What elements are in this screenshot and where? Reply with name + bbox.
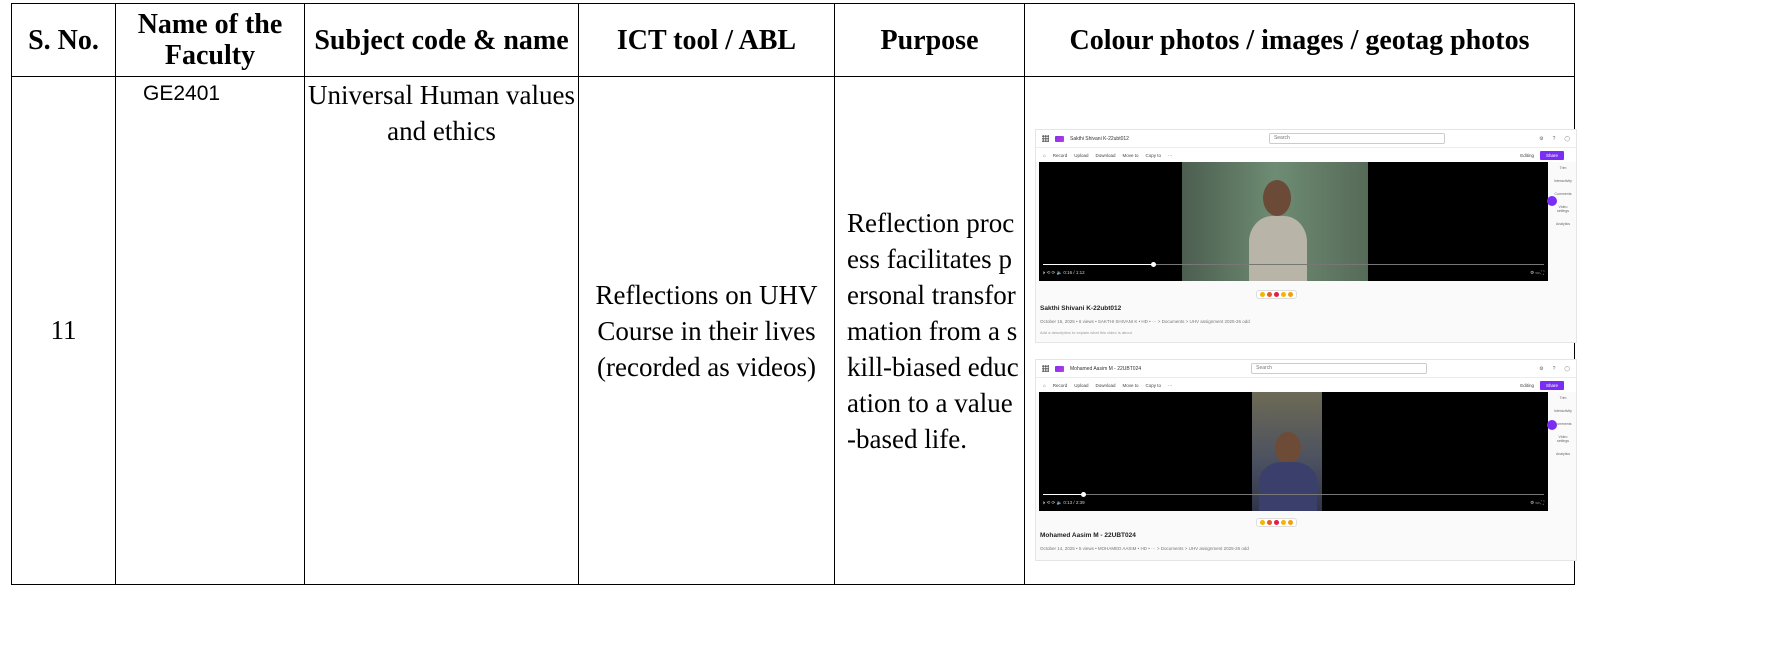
rail-video-settings: Video settings <box>1556 205 1570 213</box>
video-title: Mohamed Aasim M - 22UBT024 <box>1040 532 1136 539</box>
video-screenshot-2: Mohamed Aasim M - 22UBT024 Search ⚙? ◯ ⌂ … <box>1035 359 1577 561</box>
seek-handle <box>1081 492 1087 497</box>
screenshot-toolbar: ⌂ Record Upload Download Move to Copy to… <box>1036 378 1576 392</box>
rail-analytics: Analytics <box>1555 222 1570 226</box>
video-description: Add a description to explain what this v… <box>1040 330 1132 335</box>
app-launcher-icon <box>1042 135 1049 142</box>
video-player: ⏵ ⟲ ⟳ 🔈 0:16 / 1:12 ⚙ ▭ ⛶ <box>1039 162 1548 281</box>
seek-fill <box>1043 264 1154 265</box>
screenshot-topbar: Sakthi Shivani K-22ubt012 Search ⚙? ◯ <box>1036 130 1576 148</box>
settings-icon: ⚙ <box>1539 365 1544 372</box>
video-screenshot-1: Sakthi Shivani K-22ubt012 Search ⚙? ◯ ⌂ R… <box>1035 129 1577 343</box>
header-faculty: Name of the Faculty <box>115 3 305 77</box>
player-controls: ⏵ ⟲ ⟳ 🔈 0:13 / 2:39 ⚙ ▭ ⛶ <box>1043 500 1544 506</box>
rail-video-settings: Video settings <box>1556 435 1570 443</box>
side-rail: Trim Interactivity Comments Video settin… <box>1553 166 1573 235</box>
toolbar-copy: Copy to <box>1145 382 1162 388</box>
seek-handle <box>1151 262 1157 267</box>
video-meta: October 14, 2025 • 5 views • MOHAMED AAS… <box>1040 546 1249 551</box>
header-sno: S. No. <box>11 3 116 77</box>
toolbar-record: Record <box>1052 382 1068 388</box>
search-input: Search <box>1268 133 1445 144</box>
reaction-bar <box>1256 518 1297 527</box>
avatar-icon: ◯ <box>1564 365 1570 372</box>
stream-logo-icon <box>1055 135 1064 142</box>
video-title: Sakthi Shivani K-22ubt012 <box>1040 305 1122 312</box>
header-subject: Subject code & name <box>304 3 579 77</box>
topbar-icons: ⚙? ◯ <box>1539 136 1570 142</box>
settings-icon: ⚙ <box>1539 135 1544 142</box>
search-input: Search <box>1251 363 1428 374</box>
app-launcher-icon <box>1042 365 1049 372</box>
home-icon: ⌂ <box>1043 152 1046 158</box>
video-player: ⏵ ⟲ ⟳ 🔈 0:13 / 2:39 ⚙ ▭ ⛶ <box>1039 392 1548 511</box>
seek-bar <box>1043 492 1544 497</box>
toolbar-copy: Copy to <box>1145 152 1162 158</box>
rail-comments: Comments <box>1554 422 1572 426</box>
home-icon: ⌂ <box>1043 382 1046 388</box>
side-rail: Trim Interactivity Comments Video settin… <box>1553 396 1573 465</box>
avatar-icon: ◯ <box>1564 135 1570 142</box>
player-controls: ⏵ ⟲ ⟳ 🔈 0:16 / 1:12 ⚙ ▭ ⛶ <box>1043 270 1544 276</box>
person-image <box>1249 172 1309 281</box>
time-label: 0:13 / 2:39 <box>1063 500 1085 505</box>
rail-trim: Trim <box>1559 396 1567 400</box>
toolbar-more: ··· <box>1168 152 1173 158</box>
rail-trim: Trim <box>1559 166 1567 170</box>
help-icon: ? <box>1552 365 1556 372</box>
rail-indicator-dot <box>1547 196 1557 206</box>
cell-faculty: GE2401 <box>115 76 305 585</box>
toolbar-upload: Upload <box>1074 152 1089 158</box>
faculty-table: S. No. Name of the Faculty Subject code … <box>11 3 1577 585</box>
player-right-icons: ⚙ ▭ ⛶ <box>1530 270 1544 275</box>
video-meta: October 16, 2025 • 6 views • SAKTHI SHIV… <box>1040 319 1250 324</box>
toolbar-upload: Upload <box>1074 382 1089 388</box>
toolbar-more: ··· <box>1168 382 1173 388</box>
toolbar-move: Move to <box>1122 382 1139 388</box>
header-purpose: Purpose <box>834 3 1025 77</box>
cell-purpose: Reflection process facilitates personal … <box>834 76 1025 585</box>
rail-interactivity: Interactivity <box>1554 409 1572 413</box>
seek-bar <box>1043 262 1544 267</box>
header-ict: ICT tool / ABL <box>578 3 835 77</box>
cell-photos: Sakthi Shivani K-22ubt012 Search ⚙? ◯ ⌂ R… <box>1024 76 1577 585</box>
toolbar-download: Download <box>1095 382 1116 388</box>
cell-subject: Universal Human values and ethics <box>304 76 579 585</box>
play-icon: ⏵ ⟲ ⟳ 🔈 <box>1043 500 1064 505</box>
rail-indicator-dot <box>1547 420 1557 430</box>
toolbar-download: Download <box>1095 152 1116 158</box>
table-row: 11 GE2401 Universal Human values and eth… <box>11 76 1577 585</box>
reaction-bar <box>1256 290 1297 299</box>
header-row: S. No. Name of the Faculty Subject code … <box>11 3 1575 77</box>
cell-sno: 11 <box>11 76 116 585</box>
seek-fill <box>1043 494 1084 495</box>
rail-comments: Comments <box>1554 192 1572 196</box>
time-label: 0:16 / 1:12 <box>1063 270 1085 275</box>
editing-label: Editing <box>1520 152 1534 158</box>
file-title: Sakthi Shivani K-22ubt012 <box>1070 135 1129 142</box>
rail-analytics: Analytics <box>1555 452 1570 456</box>
player-right-icons: ⚙ ▭ ⛶ <box>1530 500 1544 505</box>
help-icon: ? <box>1552 135 1556 142</box>
cell-ict: Reflections on UHV Course in their lives… <box>578 76 835 585</box>
toolbar-record: Record <box>1052 152 1068 158</box>
rail-interactivity: Interactivity <box>1554 179 1572 183</box>
toolbar-move: Move to <box>1122 152 1139 158</box>
play-icon: ⏵ ⟲ ⟳ 🔈 <box>1043 270 1064 275</box>
header-photos: Colour photos / images / geotag photos <box>1024 3 1575 77</box>
topbar-icons: ⚙? ◯ <box>1539 366 1570 372</box>
person-image <box>1257 432 1319 511</box>
share-button: Share <box>1539 380 1564 390</box>
share-button: Share <box>1539 150 1564 160</box>
file-title: Mohamed Aasim M - 22UBT024 <box>1070 365 1142 372</box>
stream-logo-icon <box>1055 365 1064 372</box>
editing-label: Editing <box>1520 382 1534 388</box>
screenshot-toolbar: ⌂ Record Upload Download Move to Copy to… <box>1036 148 1576 162</box>
screenshot-topbar: Mohamed Aasim M - 22UBT024 Search ⚙? ◯ <box>1036 360 1576 378</box>
